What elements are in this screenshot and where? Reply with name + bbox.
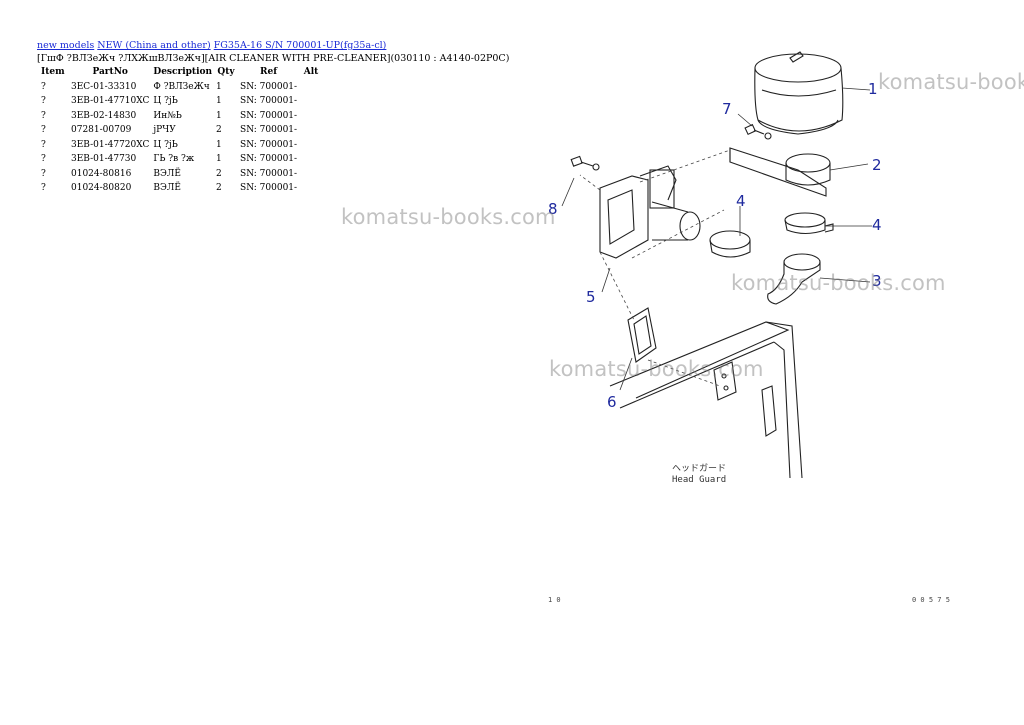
cell-item: ? [41, 96, 46, 106]
cell-ref: SN: 700001- [240, 125, 298, 135]
callout-3: 3 [872, 272, 882, 290]
bracket-plate-drawing [599, 165, 701, 259]
breadcrumb-link-region[interactable]: NEW (China and other) [97, 40, 211, 51]
cell-qty: 1 [216, 81, 222, 92]
cell-description: ГЬ ?в ?ж [153, 154, 195, 164]
cell-ref: SN: 700001- [240, 139, 298, 150]
air-cleaner-drawing [754, 51, 844, 135]
cell-description: Ц ?jЬ [153, 139, 178, 150]
cell-ref: SN: 700001- [240, 183, 298, 193]
header-alt: Alt [303, 67, 319, 77]
cell-alt [299, 167, 323, 182]
breadcrumb-link-new-models[interactable]: new models [37, 40, 95, 51]
cell-qty: 1 [216, 139, 222, 150]
cell-alt [299, 94, 323, 109]
breadcrumb-link-model[interactable]: FG35A-16 S/N 700001-UP(fg35a-cl) [213, 40, 387, 51]
cell-item: ? [41, 81, 46, 92]
cell-qty: 2 [216, 125, 222, 135]
table-row: ? 01024-80820 ВЭЛЁ 2 SN: 700001- [37, 181, 323, 196]
cell-item: ? [41, 125, 46, 135]
parts-table: Item PartNo Description Qty Ref Alt ? 3E… [37, 65, 323, 196]
cell-description: ВЭЛЁ [153, 183, 181, 193]
cell-item: ? [41, 139, 46, 150]
section-title: [ГшФ ?ВЛЗеЖч ?ЛХЖшВЛЗеЖч][AIR CLEANER WI… [37, 53, 510, 64]
cell-ref: SN: 700001- [240, 168, 298, 179]
cell-alt [299, 138, 323, 153]
watermark: komatsu-books.com [878, 70, 1024, 94]
parts-diagram [540, 30, 1024, 620]
cell-partno: 01024-80820 [71, 183, 132, 193]
header-description: Description [153, 67, 213, 77]
table-row: ? 3EC-01-33310 Ф ?ВЛЗеЖч 1 SN: 700001- [37, 80, 323, 95]
head-guard-drawing [609, 321, 803, 479]
callout-4-right: 4 [872, 216, 882, 234]
table-row: ? 3EB-02-14830 Ин№Ь 1 SN: 700001- [37, 109, 323, 124]
watermark: komatsu-books.com [341, 205, 556, 229]
cell-partno: 3EB-01-47730 [71, 154, 137, 164]
page-number-right: 0 0 5 7 5 [912, 596, 950, 604]
cell-description: ВЭЛЁ [153, 168, 181, 179]
cell-description: jРЧУ [153, 125, 176, 135]
cell-ref: SN: 700001- [240, 81, 298, 92]
cell-description: Ин№Ь [153, 110, 182, 121]
cell-description: Ф ?ВЛЗеЖч [153, 81, 210, 92]
callout-5: 5 [586, 288, 596, 306]
table-header-row: Item PartNo Description Qty Ref Alt [37, 65, 323, 80]
table-row: ? 01024-80816 ВЭЛЁ 2 SN: 700001- [37, 167, 323, 182]
cell-qty: 1 [216, 96, 222, 106]
cell-alt [299, 80, 323, 95]
callout-2: 2 [872, 156, 882, 174]
cell-item: ? [41, 154, 46, 164]
table-row: ? 3EB-01-47730 ГЬ ?в ?ж 1 SN: 700001- [37, 152, 323, 167]
cell-partno: 3EB-01-47720XC [71, 139, 150, 150]
watermark: komatsu-books.com [549, 357, 764, 381]
clamp-drawing-right [784, 212, 834, 235]
parts-diagram-svg [561, 51, 872, 479]
gasket-drawing [627, 307, 657, 363]
head-guard-label-jp: ヘッドガード [672, 464, 727, 474]
cell-partno: 3EB-02-14830 [71, 110, 137, 121]
watermark: komatsu-books.com [731, 271, 946, 295]
header-qty: Qty [217, 67, 235, 77]
cell-ref: SN: 700001- [240, 110, 298, 121]
table-row: ? 3EB-01-47710XC Ц ?jЬ 1 SN: 700001- [37, 94, 323, 109]
bolt-drawing [744, 123, 772, 140]
cell-ref: SN: 700001- [240, 96, 298, 106]
cell-qty: 1 [216, 110, 222, 121]
callout-7: 7 [722, 100, 732, 118]
cell-qty: 2 [216, 183, 222, 193]
elbow-hose-drawing [767, 253, 821, 305]
cell-ref: SN: 700001- [240, 154, 298, 164]
cell-item: ? [41, 168, 46, 179]
callout-6: 6 [607, 393, 617, 411]
cell-alt [299, 152, 323, 167]
callout-4-left: 4 [736, 192, 746, 210]
table-row: ? 07281-00709 jРЧУ 2 SN: 700001- [37, 123, 323, 138]
cell-alt [299, 109, 323, 124]
callout-8: 8 [548, 200, 558, 218]
header-item: Item [41, 67, 65, 77]
head-guard-label-en: Head Guard [672, 475, 727, 485]
table-row: ? 3EB-01-47720XC Ц ?jЬ 1 SN: 700001- [37, 138, 323, 153]
bolt-drawing-8 [570, 155, 600, 171]
cell-description: Ц ?jЬ [153, 96, 178, 106]
cell-item: ? [41, 110, 46, 121]
clamp-drawing [709, 230, 751, 258]
connector-hose-drawing [785, 153, 831, 186]
cell-alt [299, 181, 323, 196]
page-number-left: 1 0 [548, 596, 561, 604]
cell-partno: 01024-80816 [71, 168, 132, 179]
cell-qty: 1 [216, 154, 222, 164]
cell-item: ? [41, 183, 46, 193]
breadcrumb: new models NEW (China and other) FG35A-1… [37, 40, 386, 52]
cell-partno: 07281-00709 [71, 125, 132, 135]
header-partno: PartNo [92, 67, 128, 77]
cell-alt [299, 123, 323, 138]
callout-1: 1 [868, 80, 878, 98]
cell-partno: 3EC-01-33310 [71, 81, 137, 92]
cell-partno: 3EB-01-47710XC [71, 96, 150, 106]
cell-qty: 2 [216, 168, 222, 179]
header-ref: Ref [260, 67, 278, 77]
